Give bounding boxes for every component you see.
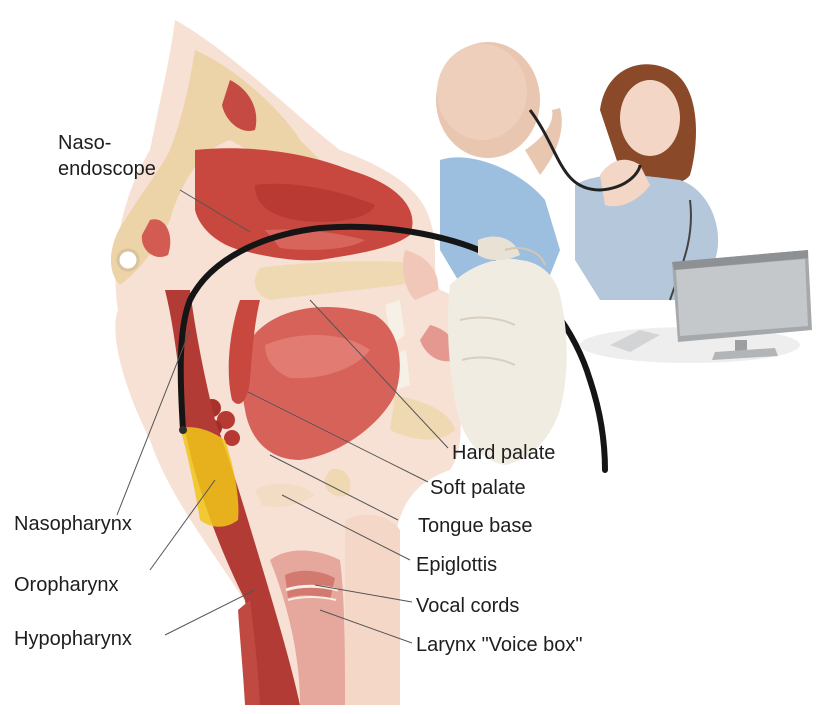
label-larynx: Larynx "Voice box" <box>416 634 583 656</box>
label-hypopharynx: Hypopharynx <box>14 628 132 650</box>
label-hard-palate: Hard palate <box>452 442 555 464</box>
label-tongue-base: Tongue base <box>418 515 533 537</box>
label-nasopharynx: Nasopharynx <box>14 513 132 535</box>
label-oropharynx: Oropharynx <box>14 574 119 596</box>
label-epiglottis: Epiglottis <box>416 554 497 576</box>
sagittal-head-neck <box>111 20 466 705</box>
label-naso: Naso- <box>58 132 111 154</box>
label-vocal-cords: Vocal cords <box>416 595 519 617</box>
label-soft-palate: Soft palate <box>430 477 526 499</box>
clinician-face-shape <box>620 80 680 156</box>
label-endoscope: endoscope <box>58 158 156 180</box>
